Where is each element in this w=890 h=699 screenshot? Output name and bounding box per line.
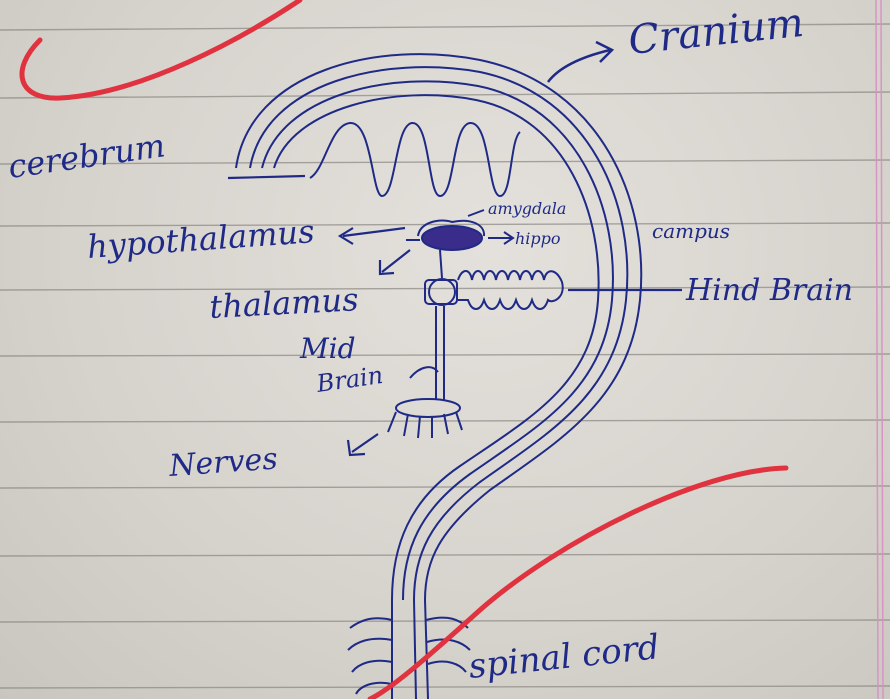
cerebrum-pointer [228,176,305,178]
label-hind-brain: Hind Brain [685,273,853,308]
cranium-arrow [548,50,610,82]
amygdala-arrow [468,210,484,216]
thalamus-arrow [382,250,410,272]
label-amygdala: amygdala [488,199,566,218]
label-hippo: hippo [515,229,561,248]
label-thalamus: thalamus [208,280,359,326]
label-nerves: Nerves [167,442,279,485]
red-marker-stroke-top [22,0,300,98]
spinal-cord-shape [348,600,470,699]
label-mid-brain-line1: Mid [299,332,356,365]
label-campus: campus [652,219,730,243]
hind-brain-shape [458,271,563,309]
hypothalamus-shape [422,226,482,250]
label-cerebrum: cerebrum [6,126,168,186]
hippo-arrow [488,232,513,244]
label-mid-brain-line2: Brain [314,361,385,398]
nerves-arrowhead [348,440,365,455]
nerves-arrow [352,434,378,452]
cranium-outline [236,54,641,600]
nerve-ganglion [388,399,462,438]
margin-line [876,0,883,699]
label-spinal-cord: spinal cord [467,627,662,687]
brainstem [425,250,457,400]
cerebrum-folds [310,123,520,196]
label-hypothalamus: hypothalamus [86,212,316,266]
label-cranium: Cranium [626,0,806,64]
mid-brain-arrow [410,367,438,378]
